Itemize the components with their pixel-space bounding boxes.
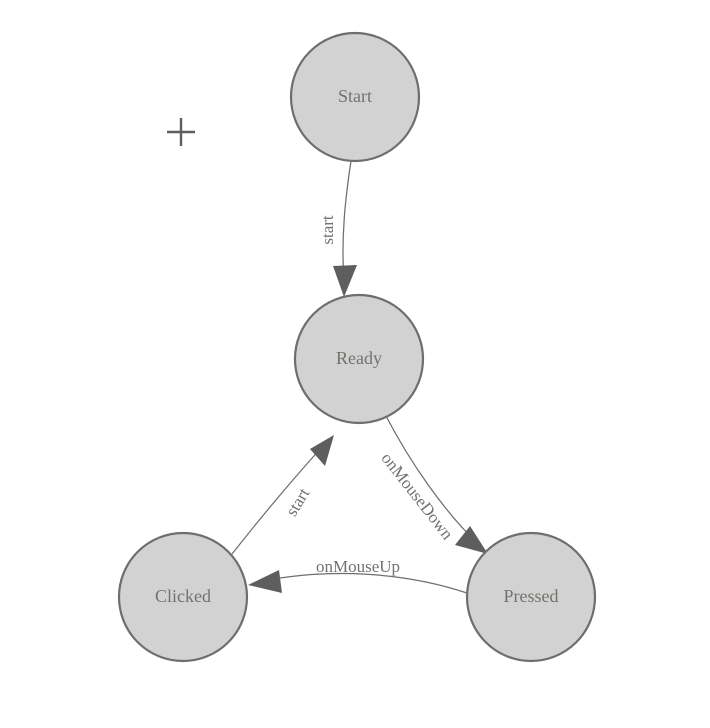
- edge-label-pressed-to-clicked: onMouseUp: [316, 557, 400, 576]
- node-shape-ready[interactable]: [293, 293, 425, 425]
- arrowhead-into-ready: [333, 265, 357, 297]
- edge-path-pressed-to-clicked[interactable]: [262, 572, 468, 594]
- node-label-start: Start: [338, 86, 372, 106]
- node-shape-clicked[interactable]: [117, 531, 249, 663]
- node-shape-pressed[interactable]: [465, 531, 597, 663]
- arrowhead-into-clicked: [248, 570, 282, 593]
- node-label-ready: Ready: [336, 348, 382, 368]
- edge-path-start-to-ready[interactable]: [342, 160, 352, 282]
- node-ready[interactable]: Ready: [293, 293, 425, 425]
- edge-pressed-to-clicked[interactable]: onMouseUp: [248, 557, 468, 594]
- edge-label-start-to-ready: start: [318, 215, 337, 245]
- arrowhead-into-ready-from-clicked: [310, 435, 334, 466]
- edge-path-clicked-to-ready[interactable]: [231, 446, 323, 555]
- edge-label-ready-to-pressed: onMouseDown: [377, 449, 457, 544]
- edge-start-to-ready[interactable]: start: [318, 160, 357, 297]
- arrowhead-into-pressed: [455, 526, 488, 554]
- edge-label-clicked-to-ready: start: [282, 485, 314, 520]
- node-label-pressed: Pressed: [504, 586, 559, 606]
- node-start[interactable]: Start: [289, 31, 421, 163]
- edge-ready-to-pressed[interactable]: onMouseDown: [377, 415, 488, 554]
- node-pressed[interactable]: Pressed: [465, 531, 597, 663]
- node-shape-start[interactable]: [289, 31, 421, 163]
- edge-clicked-to-ready[interactable]: start: [231, 435, 334, 555]
- node-clicked[interactable]: Clicked: [117, 531, 249, 663]
- plus-marker-icon: [167, 118, 195, 146]
- node-label-clicked: Clicked: [155, 586, 211, 606]
